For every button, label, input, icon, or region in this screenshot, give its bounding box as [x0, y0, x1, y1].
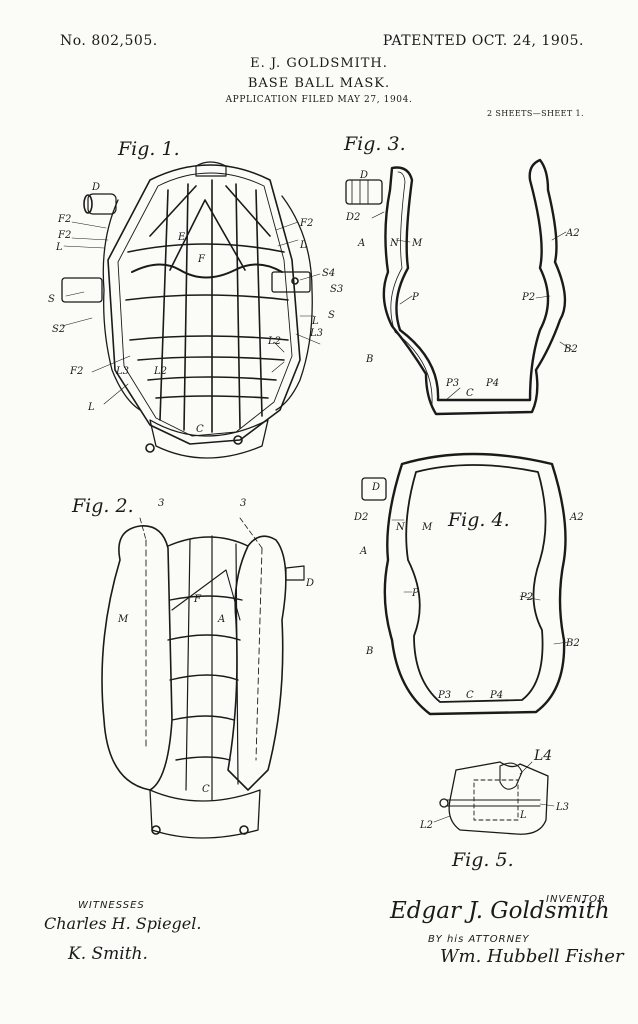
ref-label: A	[217, 614, 225, 625]
ref-label: B	[365, 354, 373, 365]
ref-label: P4	[485, 378, 499, 389]
ref-label: A	[357, 238, 365, 249]
ref-label: L2	[267, 336, 281, 347]
ref-label: C	[466, 388, 474, 399]
inventor-name: E. J. GOLDSMITH.	[250, 56, 388, 71]
inventor-label: INVENTOR	[546, 894, 606, 905]
ref-label: E	[177, 232, 186, 243]
figure-4-leader-lines	[391, 519, 569, 645]
ref-label: L2	[419, 820, 433, 831]
ref-label: F	[193, 594, 202, 605]
ref-label: N	[389, 238, 400, 249]
ref-label: 3	[158, 498, 164, 509]
ref-label: L	[55, 242, 63, 253]
ref-label: F2	[57, 230, 71, 241]
ref-label: M	[421, 522, 433, 533]
figure-2-title: Fig. 2.	[71, 495, 134, 517]
figure-1-drawing	[61, 161, 313, 459]
ref-label: D	[371, 482, 380, 493]
ref-label: L	[87, 402, 95, 413]
figure-4-labels: D D2 N M A P B P3 C P4 A2 P2 B2	[353, 482, 584, 701]
patent-title: BASE BALL MASK.	[247, 76, 391, 91]
ref-label: P2	[519, 592, 533, 603]
ref-label: F2	[299, 218, 313, 229]
figure-1-title: Fig. 1.	[117, 138, 180, 160]
ref-label: L3	[309, 328, 323, 339]
inventor-signature: Edgar J. Goldsmith	[390, 898, 610, 924]
ref-label: B2	[563, 344, 578, 355]
witness-1-signature: Charles H. Spiegel.	[44, 914, 202, 933]
attorney-signature: Wm. Hubbell Fisher	[440, 946, 624, 967]
witnesses-label: WITNESSES	[78, 900, 145, 911]
ref-label: L	[311, 316, 319, 327]
figure-3-title: Fig. 3.	[343, 133, 406, 155]
patent-number: No. 802,505.	[60, 33, 158, 49]
ref-label: S4	[322, 268, 335, 279]
figure-4-title: Fig. 4.	[447, 509, 510, 531]
ref-label: L4	[533, 748, 552, 764]
ref-label: F2	[57, 214, 71, 225]
ref-label: S3	[330, 284, 343, 295]
ref-label: L	[299, 240, 307, 251]
application-filed: APPLICATION FILED MAY 27, 1904.	[225, 95, 413, 105]
ref-label: S2	[52, 324, 65, 335]
ref-label: C	[202, 784, 210, 795]
patent-date: PATENTED OCT. 24, 1905.	[382, 33, 584, 49]
ref-label: D2	[345, 212, 360, 223]
by-attorney-label: BY his ATTORNEY	[428, 934, 530, 945]
ref-label: A	[359, 546, 367, 557]
ref-label: P4	[489, 690, 503, 701]
ref-label: A2	[565, 228, 580, 239]
figure-2-drawing	[101, 517, 305, 839]
figure-1-leader-lines	[61, 221, 321, 405]
sheet-count: 2 SHEETS—SHEET 1.	[486, 109, 584, 118]
ref-label: P3	[445, 378, 459, 389]
ref-label: 3	[240, 498, 246, 509]
ref-label: C	[466, 690, 474, 701]
ref-label: P	[411, 588, 419, 599]
ref-label: F	[197, 254, 206, 265]
figure-3-labels: D D2 A N M P B P3 C P4 A2 P2 B2	[345, 170, 580, 399]
ref-label: L3	[555, 802, 569, 813]
figure-3-drawing	[345, 158, 567, 416]
ref-label: F2	[69, 366, 83, 377]
ref-label: B	[365, 646, 373, 657]
figure-2-labels: 3 3 M F A D C	[117, 498, 314, 795]
ref-label: L2	[153, 366, 167, 377]
ref-label: P3	[437, 690, 451, 701]
ref-label: L	[519, 810, 527, 821]
ref-label: D	[305, 578, 314, 589]
ref-label: S	[328, 310, 335, 321]
ref-label: P2	[521, 292, 535, 303]
ref-label: M	[117, 614, 129, 625]
ref-label: L3	[115, 366, 129, 377]
ref-label: D	[91, 182, 100, 193]
ref-label: S	[48, 294, 55, 305]
ref-label: C	[196, 424, 204, 435]
figure-3-leader-lines	[371, 211, 573, 401]
figure-5-drawing	[433, 761, 555, 835]
figure-4-drawing	[361, 452, 567, 716]
ref-label: N	[395, 522, 406, 533]
ref-label: M	[411, 238, 423, 249]
figure-5-labels: L4 L3 L L2	[419, 748, 569, 831]
ref-label: P	[411, 292, 419, 303]
figure-1-labels: D F2 F2 L E F F2 L S4 S3 S S S2 L L3 F2 …	[48, 182, 343, 435]
witness-2-signature: K. Smith.	[68, 944, 148, 964]
ref-label: A2	[569, 512, 584, 523]
ref-label: D2	[353, 512, 368, 523]
ref-label: B2	[565, 638, 580, 649]
figure-5-title: Fig. 5.	[451, 849, 514, 871]
ref-label: D	[359, 170, 368, 181]
